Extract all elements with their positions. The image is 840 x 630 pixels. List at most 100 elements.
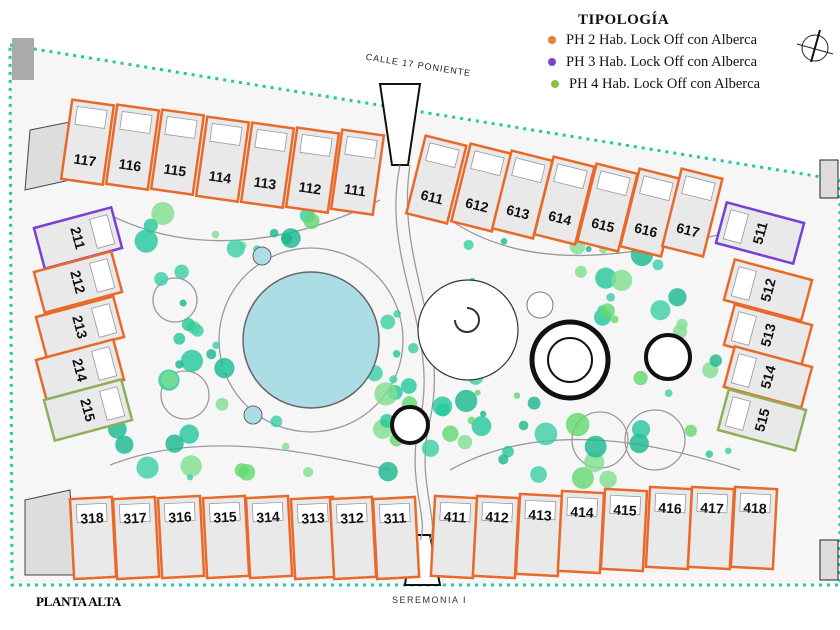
unit-number: 414: [570, 503, 594, 520]
unit-number: 611: [419, 187, 445, 208]
unit-number: 318: [80, 509, 104, 526]
unit-311[interactable]: 311: [371, 495, 421, 581]
tree-icon: [212, 341, 220, 350]
tree-icon: [186, 474, 194, 481]
unit-112[interactable]: 112: [284, 126, 341, 215]
unit-318[interactable]: 318: [68, 495, 118, 581]
tree-icon: [565, 412, 590, 437]
unit-211[interactable]: 211: [32, 205, 124, 271]
unit-614[interactable]: 614: [532, 155, 596, 246]
tree-icon: [206, 349, 217, 360]
tree-icon: [500, 238, 508, 245]
bedroom: [730, 311, 757, 346]
unit-411[interactable]: 411: [429, 494, 479, 580]
unit-615[interactable]: 615: [575, 162, 639, 253]
tree-icon: [374, 382, 398, 406]
unit-316[interactable]: 316: [156, 494, 206, 580]
unit-115[interactable]: 115: [149, 108, 206, 197]
tree-icon: [211, 230, 220, 239]
bedroom: [89, 258, 116, 293]
bedroom: [89, 214, 116, 249]
tree-icon: [480, 410, 487, 418]
round-pavilion: [644, 333, 692, 381]
stair-block-se: [819, 539, 839, 581]
bedroom: [344, 135, 378, 159]
unit-number: 111: [343, 181, 367, 200]
unit-314[interactable]: 314: [244, 494, 294, 580]
tree-icon: [585, 245, 592, 253]
tree-icon: [180, 349, 204, 372]
bedroom: [566, 496, 599, 518]
tree-icon: [179, 424, 199, 444]
unit-417[interactable]: 417: [686, 485, 736, 571]
tree-icon: [664, 389, 673, 397]
plan-title: PLANTA ALTA: [36, 594, 121, 609]
unit-number: 612: [464, 194, 491, 215]
tree-icon: [389, 375, 398, 384]
unit-215[interactable]: 215: [42, 377, 134, 443]
tree-icon: [606, 292, 615, 302]
bedroom: [208, 501, 241, 523]
tree-icon: [705, 450, 714, 458]
unit-312[interactable]: 312: [328, 495, 378, 581]
legend: TIPOLOGÍA PH 2 Hab. Lock Off con Alberca…: [548, 12, 760, 95]
legend-title: TIPOLOGÍA: [578, 12, 670, 28]
unit-315[interactable]: 315: [201, 494, 251, 580]
bedroom: [91, 346, 118, 381]
tree-icon: [474, 389, 481, 396]
unit-414[interactable]: 414: [556, 489, 606, 575]
tree-icon: [151, 202, 175, 225]
unit-number: 418: [743, 499, 767, 516]
unit-number: 512: [757, 276, 779, 303]
tree-icon: [457, 434, 473, 450]
round-kiosk: [390, 405, 430, 445]
stair-block-ne: [819, 159, 839, 199]
unit-212[interactable]: 212: [32, 249, 124, 315]
tree-icon: [380, 314, 396, 330]
tree-icon: [432, 396, 453, 417]
unit-114[interactable]: 114: [194, 115, 251, 204]
bedroom: [299, 133, 333, 157]
unit-413[interactable]: 413: [514, 492, 564, 578]
tree-icon: [154, 271, 169, 287]
tree-icon: [270, 415, 283, 428]
unit-116[interactable]: 116: [104, 103, 161, 192]
bedroom: [722, 209, 749, 244]
walkways: [109, 164, 741, 541]
bedroom: [118, 502, 151, 524]
unit-number: 214: [69, 357, 91, 384]
unit-number: 112: [298, 179, 323, 198]
unit-number: 212: [67, 269, 89, 296]
tree-icon: [631, 420, 651, 439]
tree-icon: [629, 433, 649, 454]
unit-117[interactable]: 117: [59, 98, 116, 187]
tree-icon: [498, 454, 509, 465]
bedroom: [730, 266, 757, 301]
unit-113[interactable]: 113: [239, 121, 296, 210]
unit-616[interactable]: 616: [618, 167, 682, 258]
bedroom: [524, 499, 557, 521]
unit-415[interactable]: 415: [599, 487, 649, 573]
unit-617[interactable]: 617: [660, 167, 724, 258]
unit-515[interactable]: 515: [716, 387, 808, 453]
unit-512[interactable]: 512: [722, 257, 814, 323]
tree-icon: [191, 324, 204, 337]
unit-611[interactable]: 611: [404, 134, 468, 225]
unit-412[interactable]: 412: [471, 494, 521, 580]
unit-317[interactable]: 317: [111, 495, 161, 581]
bedroom: [119, 110, 153, 134]
unit-number: 616: [633, 219, 660, 240]
tree-icon: [599, 303, 615, 319]
unit-111[interactable]: 111: [329, 128, 386, 217]
tree-icon: [611, 269, 633, 291]
bedroom: [209, 122, 243, 146]
tree-icon: [650, 300, 671, 321]
tree-icon: [599, 470, 617, 489]
unit-511[interactable]: 511: [714, 200, 806, 266]
unit-418[interactable]: 418: [729, 485, 779, 571]
tree-icon: [610, 315, 619, 324]
tree-icon: [175, 360, 184, 369]
tree-icon: [467, 416, 476, 425]
unit-514[interactable]: 514: [722, 344, 814, 410]
unit-416[interactable]: 416: [644, 485, 694, 571]
